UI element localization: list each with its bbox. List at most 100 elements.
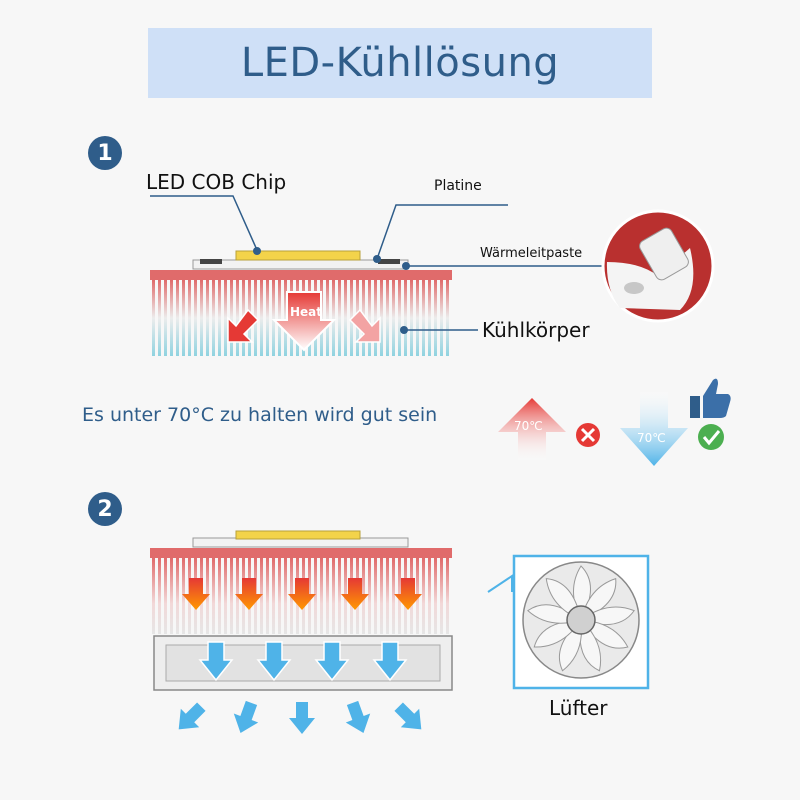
heatsink-fin <box>386 558 389 634</box>
heatsink-fin <box>170 558 173 634</box>
heatsink-fin <box>428 558 431 634</box>
heatsink-fin <box>422 280 425 356</box>
heatsink-fin <box>218 280 221 356</box>
leader-platine <box>376 204 508 260</box>
exhaust-arrow <box>178 702 206 730</box>
heat-label: Heat <box>290 305 322 319</box>
heatsink-fin <box>158 558 161 634</box>
label-platine: Platine <box>434 178 482 194</box>
heatsink-fin <box>416 280 419 356</box>
exhaust-arrow <box>394 702 422 730</box>
heatsink-fin <box>374 280 377 356</box>
airflow-arrow <box>372 641 408 682</box>
heatsink-fin <box>212 558 215 634</box>
heatsink-fin <box>398 280 401 356</box>
heatsink-fin <box>392 558 395 634</box>
heatsink-fin <box>434 280 437 356</box>
heatsink-fin <box>326 558 329 634</box>
heatsink-fin <box>212 280 215 356</box>
heatsink-fin <box>368 558 371 634</box>
leader-dot-chip <box>253 247 261 255</box>
hot-arrow-up <box>498 398 566 460</box>
temp-bad: 70℃ <box>514 419 543 433</box>
heatsink-fin <box>338 280 341 356</box>
heatsink-fin <box>422 558 425 634</box>
heatsink-fin <box>320 558 323 634</box>
heatsink-fin <box>236 280 239 356</box>
fan-icon <box>522 561 640 679</box>
heatsink-fin <box>176 558 179 634</box>
label-paste: Wärmeleitpaste <box>480 246 583 261</box>
heatsink-fin <box>272 280 275 356</box>
fan-connector <box>487 574 513 593</box>
check-icon <box>698 424 724 450</box>
cool-arrow-down <box>620 392 688 466</box>
heatsink-fin <box>440 558 443 634</box>
heatsink-fin <box>230 558 233 634</box>
heat-arrow-left <box>227 308 260 343</box>
heatsink-fin <box>176 280 179 356</box>
page-title: LED-Kühllösung <box>240 40 560 86</box>
heatsink-fin <box>194 280 197 356</box>
heatsink-fin <box>152 558 155 634</box>
exhaust-arrow <box>289 702 315 734</box>
heatsink-fin <box>440 280 443 356</box>
fan-housing-bar <box>153 635 453 691</box>
heatsink-fin <box>314 558 317 634</box>
heatsink-fin <box>386 280 389 356</box>
heatsink-fin <box>404 280 407 356</box>
airflow-arrow <box>314 641 350 682</box>
heatsink-fin <box>164 280 167 356</box>
heatsink-fin <box>182 558 185 634</box>
heatsink-fin <box>224 280 227 356</box>
heatsink-fin <box>170 280 173 356</box>
airflow-arrow <box>256 641 292 682</box>
heatsink-fin <box>284 558 287 634</box>
heat-arrow-down <box>182 578 210 610</box>
heatsink-fin <box>206 280 209 356</box>
heatsink-fin <box>260 280 263 356</box>
heatsink-fin <box>164 558 167 634</box>
thumbs-up-icon <box>690 378 731 418</box>
heatsink-fin <box>188 280 191 356</box>
heatsink-fin <box>278 280 281 356</box>
heat-arrow-down <box>394 578 422 610</box>
label-fan: Lüfter <box>549 696 608 720</box>
heatsink-fin <box>200 280 203 356</box>
heatsink-fin <box>380 558 383 634</box>
heatsink-fin <box>338 558 341 634</box>
leader-dot-paste <box>402 262 410 270</box>
heatsink-fin <box>434 558 437 634</box>
heatsink-fin <box>428 280 431 356</box>
leader-dot-heatsink <box>400 326 408 334</box>
heatsink-fin <box>410 280 413 356</box>
heatsink-fin <box>182 280 185 356</box>
heatsink-fin <box>284 280 287 356</box>
step-number-2: 2 <box>88 492 122 526</box>
heatsink-fin <box>266 280 269 356</box>
heatsink-fin <box>332 280 335 356</box>
label-heatsink: Kühlkörper <box>482 318 590 342</box>
temperature-hint: Es unter 70°C zu halten wird gut sein <box>82 404 438 426</box>
heatsink-fin <box>344 280 347 356</box>
heatsink-fin <box>374 558 377 634</box>
platine-pad-right <box>378 259 400 264</box>
heatsink-fin <box>278 558 281 634</box>
exhaust-arrow <box>345 700 371 734</box>
led-cob-chip-2 <box>235 530 361 540</box>
heatsink-fin <box>218 558 221 634</box>
led-cob-chip <box>235 250 361 261</box>
heat-arrow-down <box>341 578 369 610</box>
heatsink-fin <box>368 280 371 356</box>
heatsink-fin <box>230 280 233 356</box>
heatsink-fin <box>260 558 263 634</box>
heatsink-fin <box>380 280 383 356</box>
title-banner: LED-Kühllösung <box>148 28 652 98</box>
airflow-arrow <box>198 641 234 682</box>
heatsink-fin <box>224 558 227 634</box>
heat-arrow-right <box>348 308 381 343</box>
heatsink-fin <box>446 558 449 634</box>
heatsink-fin <box>266 558 269 634</box>
exhaust-arrow <box>233 700 259 734</box>
temp-good: 70℃ <box>637 431 666 445</box>
